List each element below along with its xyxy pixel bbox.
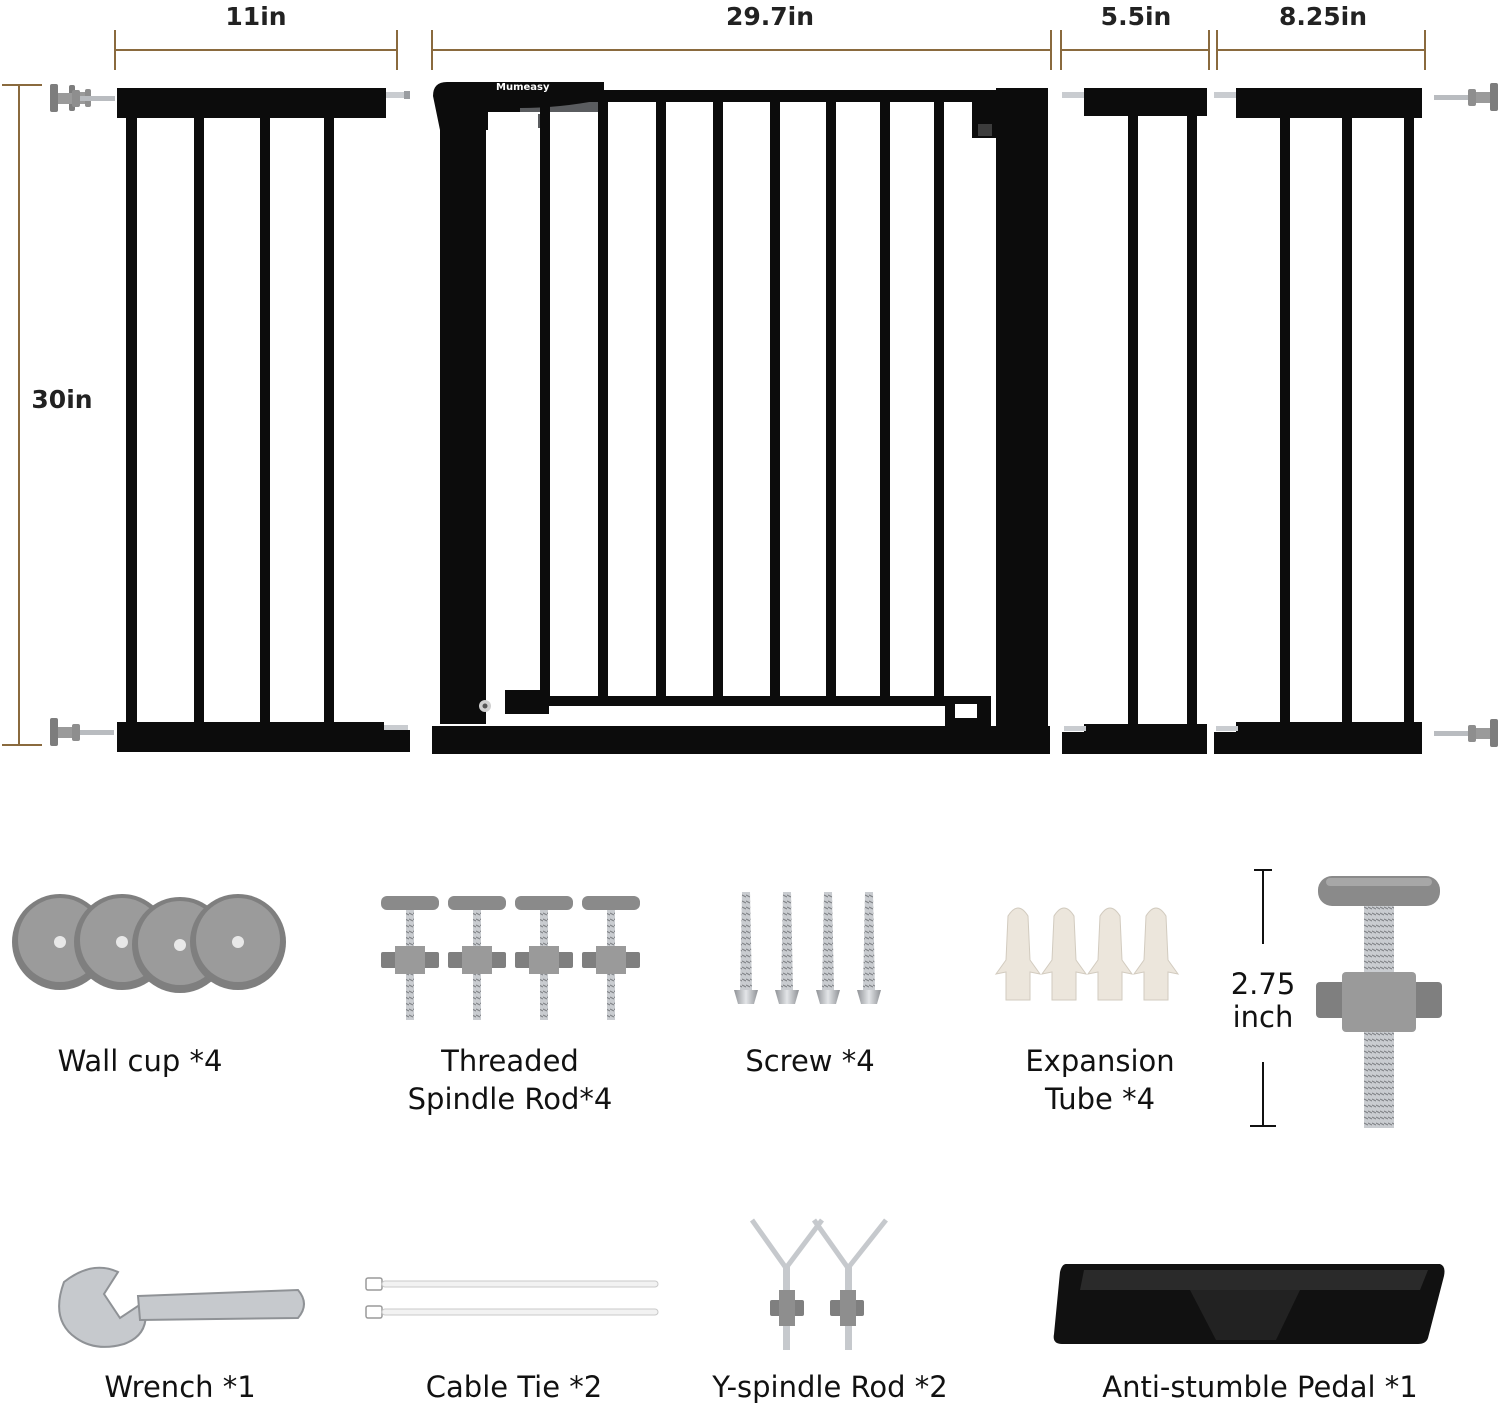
wall-cup-icons [12, 894, 286, 993]
caption-threaded-spindle: Threaded Spindle Rod*4 [407, 1044, 613, 1116]
expansion-tube-icons [994, 907, 1180, 1001]
dim-label-5-5in: 5.5in [1100, 2, 1172, 31]
left-bottom-spindle-icon [50, 718, 114, 746]
pedal-icon [1053, 1264, 1445, 1344]
threaded-spindle-icons [381, 896, 640, 1020]
caption-y-spindle: Y-spindle Rod *2 [712, 1370, 948, 1404]
large-spindle-icon [1316, 876, 1442, 1128]
caption-expansion-tube: Expansion Tube *4 [1025, 1044, 1175, 1116]
right-top-spindle-icon [1434, 83, 1498, 111]
left-top-spindle-icon [50, 84, 114, 112]
extension-panel-5-5in [1062, 88, 1207, 754]
caption-screw: Screw *4 [745, 1044, 875, 1078]
spindle-height-dimension [1250, 869, 1276, 1127]
caption-wall-cup: Wall cup *4 [57, 1044, 223, 1078]
cable-tie-icons [365, 1277, 659, 1319]
dim-label-11in: 11in [225, 2, 287, 31]
caption-cable-tie: Cable Tie *2 [425, 1370, 603, 1404]
extension-panel-8-25in [1214, 88, 1422, 754]
spindle-height-label: 2.75 inch [1230, 967, 1296, 1034]
right-bottom-spindle-icon [1434, 719, 1498, 747]
screw-icons [734, 892, 881, 1004]
dim-label-29-7in: 29.7in [725, 2, 815, 31]
dim-label-30in: 30in [31, 385, 93, 414]
caption-pedal: Anti-stumble Pedal *1 [1102, 1370, 1418, 1404]
y-spindle-icons [749, 1218, 888, 1350]
dim-label-8-25in: 8.25in [1278, 2, 1368, 31]
main-gate [432, 82, 1050, 754]
caption-wrench: Wrench *1 [104, 1370, 256, 1404]
brand-label: Mumeasy [496, 82, 550, 93]
wrench-icon [58, 1266, 305, 1348]
extension-panel-11in [117, 88, 410, 752]
